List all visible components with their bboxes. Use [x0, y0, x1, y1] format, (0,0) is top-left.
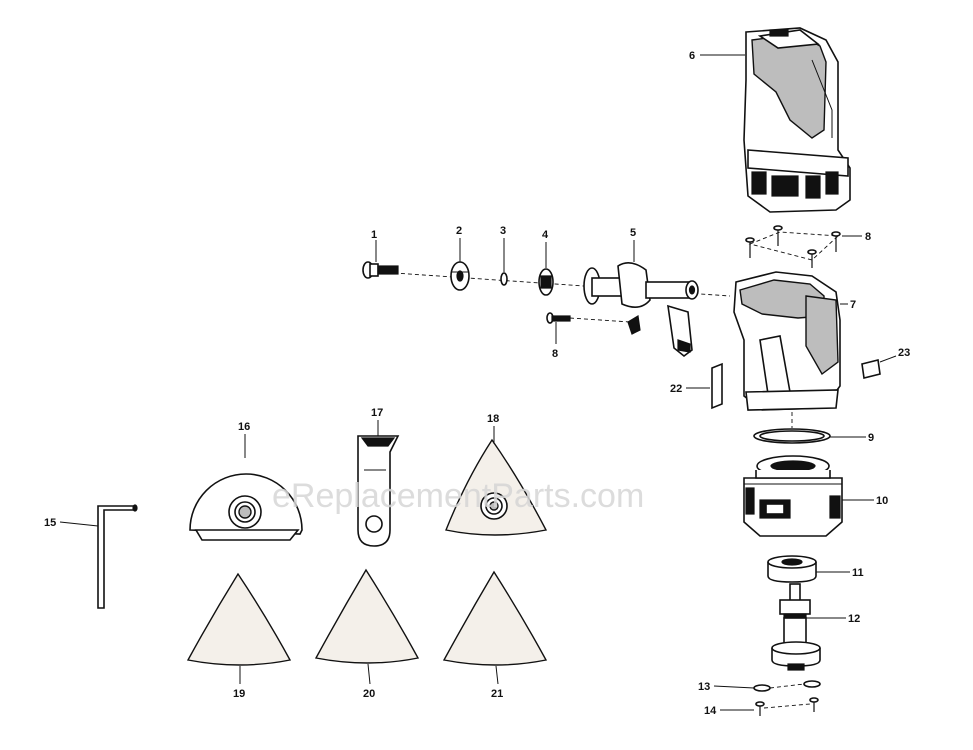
callout-8a: 8	[865, 231, 871, 243]
part-22-label-plate	[711, 362, 723, 410]
callout-7: 7	[850, 299, 856, 311]
callout-9: 9	[868, 432, 874, 444]
leader-13	[713, 685, 755, 689]
callout-23: 23	[898, 347, 910, 359]
callout-15: 15	[44, 517, 56, 529]
part-13-washers	[753, 680, 821, 692]
part-6-upper-housing	[743, 27, 851, 213]
part-21-sanding-sheet	[442, 570, 548, 666]
callout-20: 20	[363, 688, 375, 700]
leader-23	[879, 355, 897, 363]
clamp-axis	[379, 271, 731, 297]
leader-15	[59, 521, 99, 527]
callout-22: 22	[670, 383, 682, 395]
part-14-screws	[755, 697, 819, 716]
callout-19: 19	[233, 688, 245, 700]
watermark-text: eReplacementParts.com	[272, 477, 644, 515]
callout-10: 10	[876, 495, 888, 507]
part-18-sanding-pad	[445, 438, 548, 536]
callout-12: 12	[848, 613, 860, 625]
callout-11: 11	[852, 567, 864, 579]
screw-set-8-upper	[745, 225, 841, 268]
callout-8b: 8	[552, 348, 558, 360]
part-12-spindle	[771, 583, 821, 671]
part-7-lower-housing	[733, 271, 841, 411]
callout-2: 2	[456, 225, 462, 237]
callout-6: 6	[689, 50, 695, 62]
part-17-plunge-blade	[357, 435, 400, 547]
part-2-flange	[450, 261, 470, 291]
screw-8-lower	[546, 312, 631, 324]
callout-1: 1	[371, 229, 377, 241]
callout-18: 18	[487, 413, 499, 425]
callout-3: 3	[500, 225, 506, 237]
callout-14: 14	[704, 705, 717, 717]
part-19-sanding-sheet	[186, 572, 292, 666]
part-15-hex-key	[97, 504, 138, 609]
leader-21	[495, 665, 499, 685]
part-23-label-plate	[861, 359, 881, 379]
leader-20	[367, 663, 371, 685]
callout-16: 16	[238, 421, 250, 433]
callout-17: 17	[371, 407, 383, 419]
part-16-saw-blade	[189, 473, 303, 541]
part-3-washer	[500, 272, 508, 286]
part-5-clamp-lever	[583, 262, 699, 358]
callout-13: 13	[698, 681, 710, 693]
part-9-o-ring	[753, 428, 831, 444]
part-4-star-washer	[538, 268, 554, 296]
part-11-bearing	[767, 555, 817, 583]
part-1-clamp-screw	[362, 261, 399, 279]
callout-21: 21	[491, 688, 503, 700]
callout-5: 5	[630, 227, 636, 239]
part-10-collar	[743, 455, 843, 537]
callout-4: 4	[542, 229, 549, 241]
part-20-sanding-sheet	[314, 568, 420, 664]
